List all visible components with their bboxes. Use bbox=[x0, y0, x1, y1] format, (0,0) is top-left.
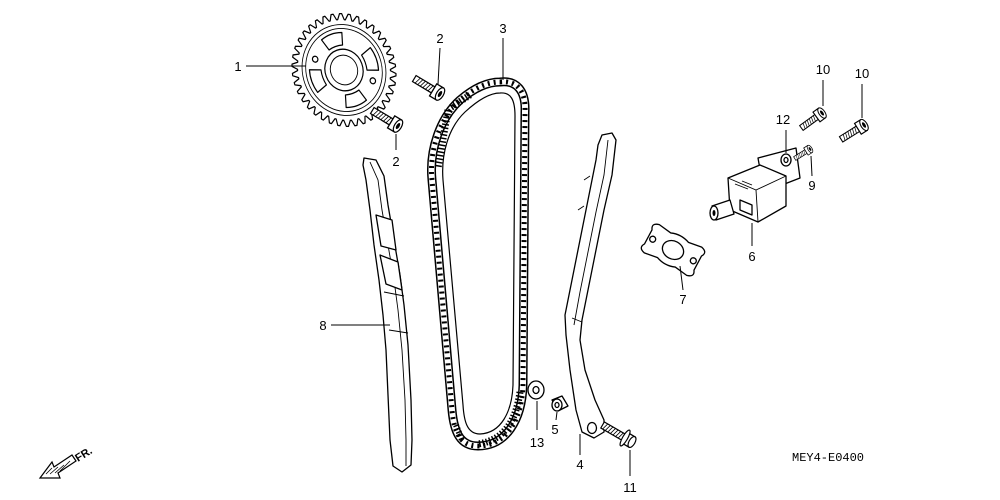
callout-10-left: 10 bbox=[816, 62, 830, 77]
callout-3: 3 bbox=[499, 21, 506, 36]
cam-sprocket bbox=[291, 13, 397, 127]
sprocket-bolt-lower bbox=[368, 103, 406, 135]
collar bbox=[551, 395, 569, 412]
callout-7: 7 bbox=[679, 292, 686, 307]
leader-line bbox=[810, 155, 813, 177]
cam-chain bbox=[427, 77, 530, 451]
tensioner-bolt-left bbox=[797, 105, 829, 134]
tensioner-arm bbox=[564, 132, 617, 439]
callout-5: 5 bbox=[551, 422, 558, 437]
leader-line bbox=[437, 47, 441, 85]
callout-8: 8 bbox=[319, 318, 326, 333]
callout-9: 9 bbox=[808, 178, 815, 193]
sprocket-bolt-upper bbox=[410, 71, 448, 103]
callout-11: 11 bbox=[623, 480, 637, 495]
leader-line bbox=[555, 411, 558, 421]
washer bbox=[527, 380, 545, 400]
pivot-bolt bbox=[597, 416, 640, 452]
callout-2-upper: 2 bbox=[436, 31, 443, 46]
diagram-code: MEY4-E0400 bbox=[792, 451, 864, 465]
chain-guide bbox=[362, 157, 413, 473]
front-marker-label: FR. bbox=[73, 445, 94, 465]
front-direction-arrow-icon bbox=[38, 454, 77, 479]
callout-1: 1 bbox=[234, 59, 241, 74]
tensioner-bolt-right bbox=[837, 117, 871, 146]
callout-12: 12 bbox=[776, 112, 790, 127]
callout-10-right: 10 bbox=[855, 66, 869, 81]
sealing-washer bbox=[780, 153, 792, 167]
callout-2-lower: 2 bbox=[392, 154, 399, 169]
callout-13: 13 bbox=[530, 435, 544, 450]
callout-6: 6 bbox=[748, 249, 755, 264]
tensioner-gasket bbox=[640, 223, 706, 277]
callout-4: 4 bbox=[576, 457, 583, 472]
sprocket-cutouts bbox=[308, 31, 380, 109]
leader-line bbox=[679, 265, 684, 291]
